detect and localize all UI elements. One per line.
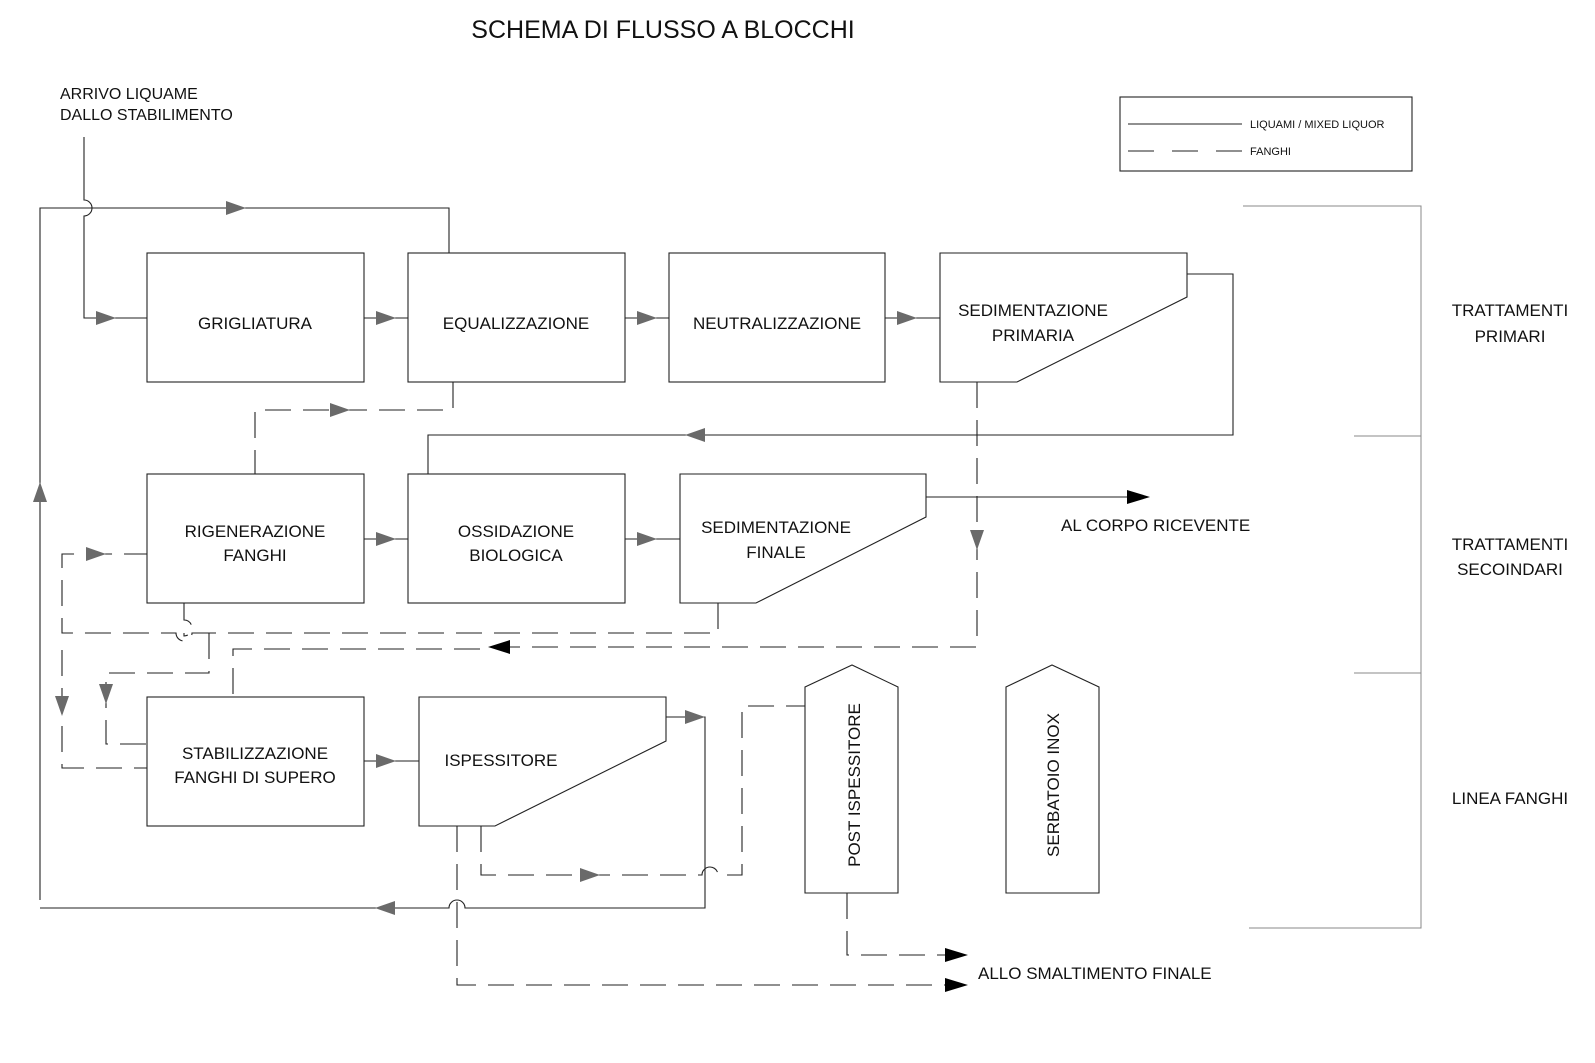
post-ispessitore-label: POST ISPESSITORE [845,703,864,867]
serbatoio-inox-shape [1005,664,1100,894]
arrow-grig-eq [376,311,396,325]
grigliatura-label: GRIGLIATURA [198,314,313,333]
block-neutralizzazione: NEUTRALIZZAZIONE [668,252,886,383]
ossidazione-label-2: BIOLOGICA [469,546,563,565]
sludge-isp-post [480,705,805,876]
line-sedp-oss [427,273,1234,474]
section-fanghi: LINEA FANGHI [1452,789,1568,808]
sludge-stab-top [232,648,485,694]
outlet-smaltimento: ALLO SMALTIMENTO FINALE [978,964,1212,983]
arrow-stab-down [99,684,113,704]
arrow-sludge-left [488,640,510,654]
arrow-isp-post [580,868,600,882]
arrow-outlet [1127,490,1150,504]
arrow-isp-overflow [685,710,705,724]
block-sedimentazione-primaria: SEDIMENTAZIONE PRIMARIA [939,252,1188,383]
arrow-rig-oss [376,532,396,546]
grigliatura-box [146,252,365,383]
ossidazione-box [407,473,626,604]
block-equalizzazione: EQUALIZZAZIONE [407,252,626,383]
block-ossidazione-biologica: OSSIDAZIONE BIOLOGICA [407,473,626,604]
sedimentazione-primaria-label-2: PRIMARIA [992,326,1075,345]
arrow-stab-isp [376,754,396,768]
legend: LIQUAMI / MIXED LIQUOR FANGHI [1119,96,1413,172]
outlet-corpo-ricevente: AL CORPO RICEVENTE [1061,516,1250,535]
stabilizzazione-label-1: STABILIZZAZIONE [182,744,328,763]
arrow-isp-return [375,901,395,915]
arrow-return-top [226,201,246,215]
sedimentazione-primaria-shape [939,252,1188,383]
rigenerazione-label-1: RIGENERAZIONE [185,522,326,541]
block-stabilizzazione: STABILIZZAZIONE FANGHI DI SUPERO [146,696,365,827]
sludge-sedp [485,382,978,648]
rigenerazione-label-2: FANGHI [223,546,286,565]
ispessitore-label: ISPESSITORE [444,751,557,770]
sedimentazione-finale-shape [679,473,927,604]
section-primari-line1: TRATTAMENTI [1452,301,1568,320]
arrow-neu-sedp [897,311,917,325]
arrow-sedp-down [970,530,984,550]
sludge-isp-smalt [456,826,948,986]
section-secondari-line2: SECOINDARI [1457,560,1563,579]
legend-solid-label: LIQUAMI / MIXED LIQUOR [1250,119,1385,131]
post-ispessitore-shape [804,664,899,894]
stabilizzazione-label-2: FANGHI DI SUPERO [174,768,336,787]
legend-box [1119,96,1413,172]
sludge-lines [61,382,978,986]
arrow-eq-neu [637,311,657,325]
rigenerazione-box [146,473,365,604]
sedimentazione-finale-label-2: FINALE [746,543,806,562]
equalizzazione-box [407,252,626,383]
inlet-label-line2: DALLO STABILIMENTO [60,107,233,124]
arrow-left-down [55,696,69,716]
arrow-return-up [33,482,47,502]
arrow-inlet [96,311,116,325]
flow-arrows [33,201,1150,992]
legend-dashed-label: FANGHI [1250,146,1291,158]
stabilizzazione-box [146,696,365,827]
inlet-line [83,137,147,319]
arrow-eq-rig [330,403,350,417]
ossidazione-label-1: OSSIDAZIONE [458,522,574,541]
bracket-outline [1243,205,1422,929]
sedimentazione-primaria-label-1: SEDIMENTAZIONE [958,301,1108,320]
block-serbatoio-inox: SERBATOIO INOX [1005,664,1100,894]
arrow-oss-sedf [637,532,657,546]
block-ispessitore: ISPESSITORE [418,696,667,827]
arrow-isp-smalt [945,978,968,992]
sedimentazione-finale-label-1: SEDIMENTAZIONE [701,518,851,537]
line-isp-return [40,716,706,909]
arrow-post-smalt [945,948,968,962]
section-secondari-line1: TRATTAMENTI [1452,535,1568,554]
section-bracket [1243,205,1422,929]
arrow-rig-in [86,547,106,561]
neutralizzazione-label: NEUTRALIZZAZIONE [693,314,861,333]
ispessitore-shape [418,696,667,827]
sludge-post-smalt [846,893,948,956]
block-sedimentazione-finale: SEDIMENTAZIONE FINALE [679,473,927,604]
neutralizzazione-box [668,252,886,383]
section-primari-line2: PRIMARI [1475,327,1546,346]
block-rigenerazione-fanghi: RIGENERAZIONE FANGHI [146,473,365,604]
equalizzazione-label: EQUALIZZAZIONE [443,314,589,333]
serbatoio-inox-label: SERBATOIO INOX [1044,713,1063,857]
sludge-sedf-rig [61,553,719,642]
block-grigliatura: GRIGLIATURA [146,252,365,383]
sludge-left-stab [61,650,147,769]
arrow-sedp-oss [685,428,705,442]
block-post-ispessitore: POST ISPESSITORE [804,664,899,894]
diagram-title: SCHEMA DI FLUSSO A BLOCCHI [471,16,854,44]
sludge-rig-hop [183,603,193,637]
inlet-label-line1: ARRIVO LIQUAME [60,86,198,103]
sludge-eq-rig [254,382,454,474]
